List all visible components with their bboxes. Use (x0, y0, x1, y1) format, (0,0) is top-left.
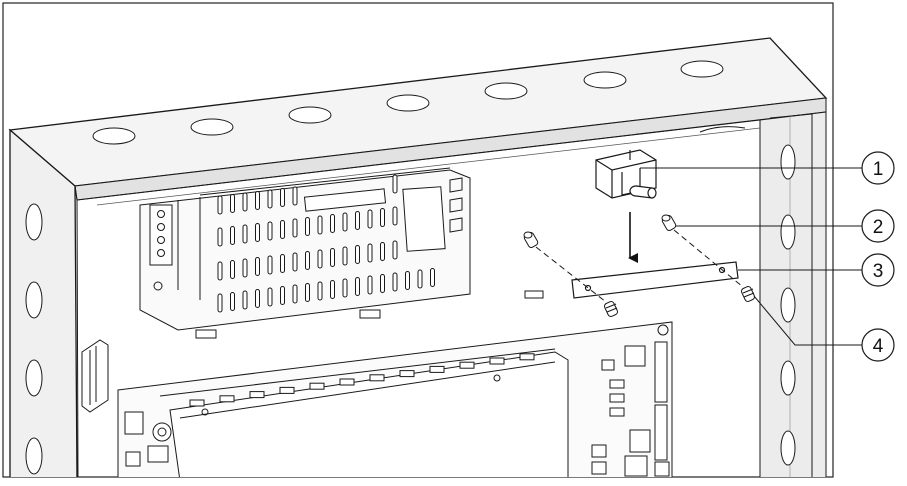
vent-slot (417, 269, 423, 289)
vent-slot (342, 278, 348, 298)
vent-slot (255, 223, 260, 242)
lid-knockouts (92, 60, 746, 145)
ventilation-slots (217, 174, 435, 313)
callout-circle (861, 328, 895, 362)
standoff-left (523, 231, 539, 248)
vent-slot (292, 252, 298, 272)
vent-slot (242, 224, 248, 244)
vent-slot (380, 274, 385, 293)
board-connector (249, 391, 265, 399)
callout-circle (861, 151, 895, 185)
callout-number: 1 (873, 159, 884, 180)
vent-slot (367, 243, 373, 263)
vent-slot (317, 215, 323, 235)
vent-slot (305, 251, 310, 270)
vent-slot (317, 249, 323, 269)
vent-slot (242, 192, 248, 212)
callout-1: 1 (861, 151, 895, 185)
vent-slot (367, 275, 373, 295)
vent-slot (217, 293, 223, 313)
board-connector (189, 399, 205, 407)
door-hinge (81, 339, 109, 413)
vent-slot (267, 255, 273, 275)
screw-right (740, 286, 756, 302)
vent-slot (405, 271, 410, 290)
vent-slot (280, 220, 285, 239)
vent-slot (267, 287, 273, 307)
callout-circle (861, 253, 895, 287)
vent-slot (342, 246, 348, 266)
board-connector (459, 361, 475, 369)
vent-slot (230, 226, 235, 245)
vent-slot (280, 286, 285, 305)
vent-slot (292, 284, 298, 304)
vent-slot (267, 221, 273, 241)
vent-slot (305, 217, 310, 236)
vent-slot (330, 214, 335, 233)
board-connector (369, 374, 385, 382)
screw-left (603, 301, 619, 317)
board-connector (429, 365, 445, 373)
vent-slot (392, 206, 398, 226)
board-connector (309, 382, 325, 390)
board-connector (279, 386, 295, 394)
board-connector (399, 370, 415, 378)
left-side-knockouts (25, 203, 43, 475)
board-connector (219, 395, 235, 403)
vent-slot (380, 208, 385, 227)
main-circuit-board (117, 321, 673, 477)
vent-slot (355, 245, 360, 264)
vent-slot (217, 195, 223, 215)
vent-slot (392, 240, 398, 260)
vent-slot (267, 189, 273, 209)
vent-slot (292, 186, 298, 206)
vent-slot (217, 261, 223, 281)
vent-slot (330, 280, 335, 299)
board-connector (489, 357, 505, 365)
vent-slot (230, 194, 235, 213)
mounting-plate (571, 261, 739, 299)
vent-slot (280, 254, 285, 273)
vent-slot (367, 209, 373, 229)
callout-3: 3 (861, 253, 895, 287)
callout-number: 3 (873, 261, 884, 282)
callout-number: 2 (873, 217, 884, 238)
vent-slot (242, 258, 248, 278)
vent-slot (380, 242, 385, 261)
vent-slot (430, 268, 435, 287)
vent-slot (305, 283, 310, 302)
callout-4: 4 (861, 328, 895, 362)
vent-slot (217, 227, 223, 247)
vent-slot (280, 188, 285, 207)
standoff-right (661, 214, 677, 231)
right-side-knockouts (780, 144, 796, 466)
vent-slot (292, 218, 298, 238)
vent-slot (255, 191, 260, 210)
vent-slot (242, 290, 248, 310)
callout-2: 2 (861, 209, 895, 243)
callout-circle (861, 209, 895, 243)
board-connector (339, 378, 355, 386)
vent-slot (255, 257, 260, 276)
board-connector (519, 353, 535, 361)
vent-slot (317, 281, 323, 301)
vent-slot (330, 248, 335, 267)
vent-slot (230, 260, 235, 279)
vent-slot (355, 277, 360, 296)
callout-number: 4 (873, 336, 884, 357)
vent-slot (342, 212, 348, 232)
vent-slot (230, 292, 235, 311)
vent-slot (392, 272, 398, 292)
callout-leaders (640, 167, 862, 346)
vent-slot (255, 289, 260, 308)
vent-slot (392, 174, 398, 194)
vent-slot (355, 211, 360, 230)
alignment-lines (535, 229, 744, 303)
tamper-switch-bracket (595, 149, 657, 199)
